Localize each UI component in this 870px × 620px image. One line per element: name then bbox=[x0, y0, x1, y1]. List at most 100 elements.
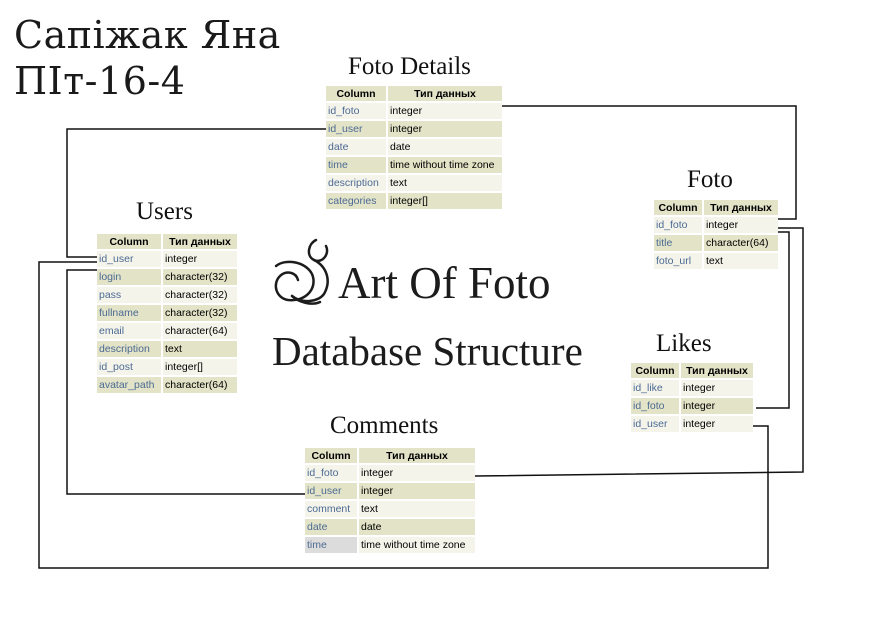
camera-logo-icon bbox=[274, 238, 329, 305]
brand-subtitle: Database Structure bbox=[272, 328, 583, 374]
header-type: Тип данных bbox=[161, 234, 237, 249]
header-column: Column bbox=[654, 200, 702, 215]
column-type: integer bbox=[702, 217, 778, 233]
table-title-comments: Comments bbox=[330, 412, 439, 439]
column-name: time bbox=[326, 157, 386, 173]
column-type: text bbox=[161, 341, 237, 357]
column-type: integer bbox=[679, 380, 753, 396]
author-group: ПІт-16-4 bbox=[14, 59, 186, 103]
column-name: id_user bbox=[631, 416, 679, 432]
column-type: character(32) bbox=[161, 305, 237, 321]
header-column: Column bbox=[326, 86, 386, 101]
header-type: Тип данных bbox=[386, 86, 502, 101]
author-name: Сапіжак Яна bbox=[14, 13, 281, 57]
table-title-foto-details: Foto Details bbox=[348, 53, 471, 80]
column-name: avatar_path bbox=[97, 377, 161, 393]
column-name: time bbox=[305, 537, 357, 553]
column-name: id_user bbox=[97, 251, 161, 267]
column-name: email bbox=[97, 323, 161, 339]
column-type: character(32) bbox=[161, 269, 237, 285]
column-type: integer bbox=[386, 121, 502, 137]
column-name: categories bbox=[326, 193, 386, 209]
header-column: Column bbox=[631, 363, 679, 378]
column-type: integer[] bbox=[161, 359, 237, 375]
column-name: fullname bbox=[97, 305, 161, 321]
column-type: character(32) bbox=[161, 287, 237, 303]
table-title-users: Users bbox=[136, 198, 193, 225]
header-column: Column bbox=[305, 448, 357, 463]
column-type: text bbox=[357, 501, 475, 517]
column-type: text bbox=[702, 253, 778, 269]
column-name: login bbox=[97, 269, 161, 285]
table-title-likes: Likes bbox=[656, 330, 712, 357]
column-name: foto_url bbox=[654, 253, 702, 269]
column-type: time without time zone bbox=[386, 157, 502, 173]
column-name: title bbox=[654, 235, 702, 251]
brand-block: Art Of Foto Database Structure bbox=[272, 236, 622, 376]
column-type: integer bbox=[386, 103, 502, 119]
column-name: id_post bbox=[97, 359, 161, 375]
column-type: integer bbox=[679, 398, 753, 414]
header-type: Тип данных bbox=[679, 363, 753, 378]
column-name: id_foto bbox=[305, 465, 357, 481]
column-type: character(64) bbox=[161, 377, 237, 393]
column-name: date bbox=[326, 139, 386, 155]
column-name: pass bbox=[97, 287, 161, 303]
column-type: date bbox=[357, 519, 475, 535]
column-type: character(64) bbox=[702, 235, 778, 251]
column-name: id_foto bbox=[631, 398, 679, 414]
column-name: description bbox=[326, 175, 386, 191]
column-name: id_foto bbox=[654, 217, 702, 233]
brand-name: Art Of Foto bbox=[338, 258, 551, 308]
column-name: comment bbox=[305, 501, 357, 517]
column-name: id_user bbox=[326, 121, 386, 137]
column-type: integer[] bbox=[386, 193, 502, 209]
column-name: id_foto bbox=[326, 103, 386, 119]
table-title-foto: Foto bbox=[687, 166, 733, 193]
column-type: time without time zone bbox=[357, 537, 475, 553]
column-name: date bbox=[305, 519, 357, 535]
author-block: Сапіжак Яна ПІт-16-4 bbox=[14, 12, 281, 104]
column-type: integer bbox=[357, 483, 475, 499]
column-type: integer bbox=[357, 465, 475, 481]
column-type: character(64) bbox=[161, 323, 237, 339]
header-column: Column bbox=[97, 234, 161, 249]
column-type: text bbox=[386, 175, 502, 191]
column-name: id_like bbox=[631, 380, 679, 396]
column-type: integer bbox=[679, 416, 753, 432]
header-type: Тип данных bbox=[357, 448, 475, 463]
column-name: description bbox=[97, 341, 161, 357]
column-name: id_user bbox=[305, 483, 357, 499]
column-type: integer bbox=[161, 251, 237, 267]
column-type: date bbox=[386, 139, 502, 155]
